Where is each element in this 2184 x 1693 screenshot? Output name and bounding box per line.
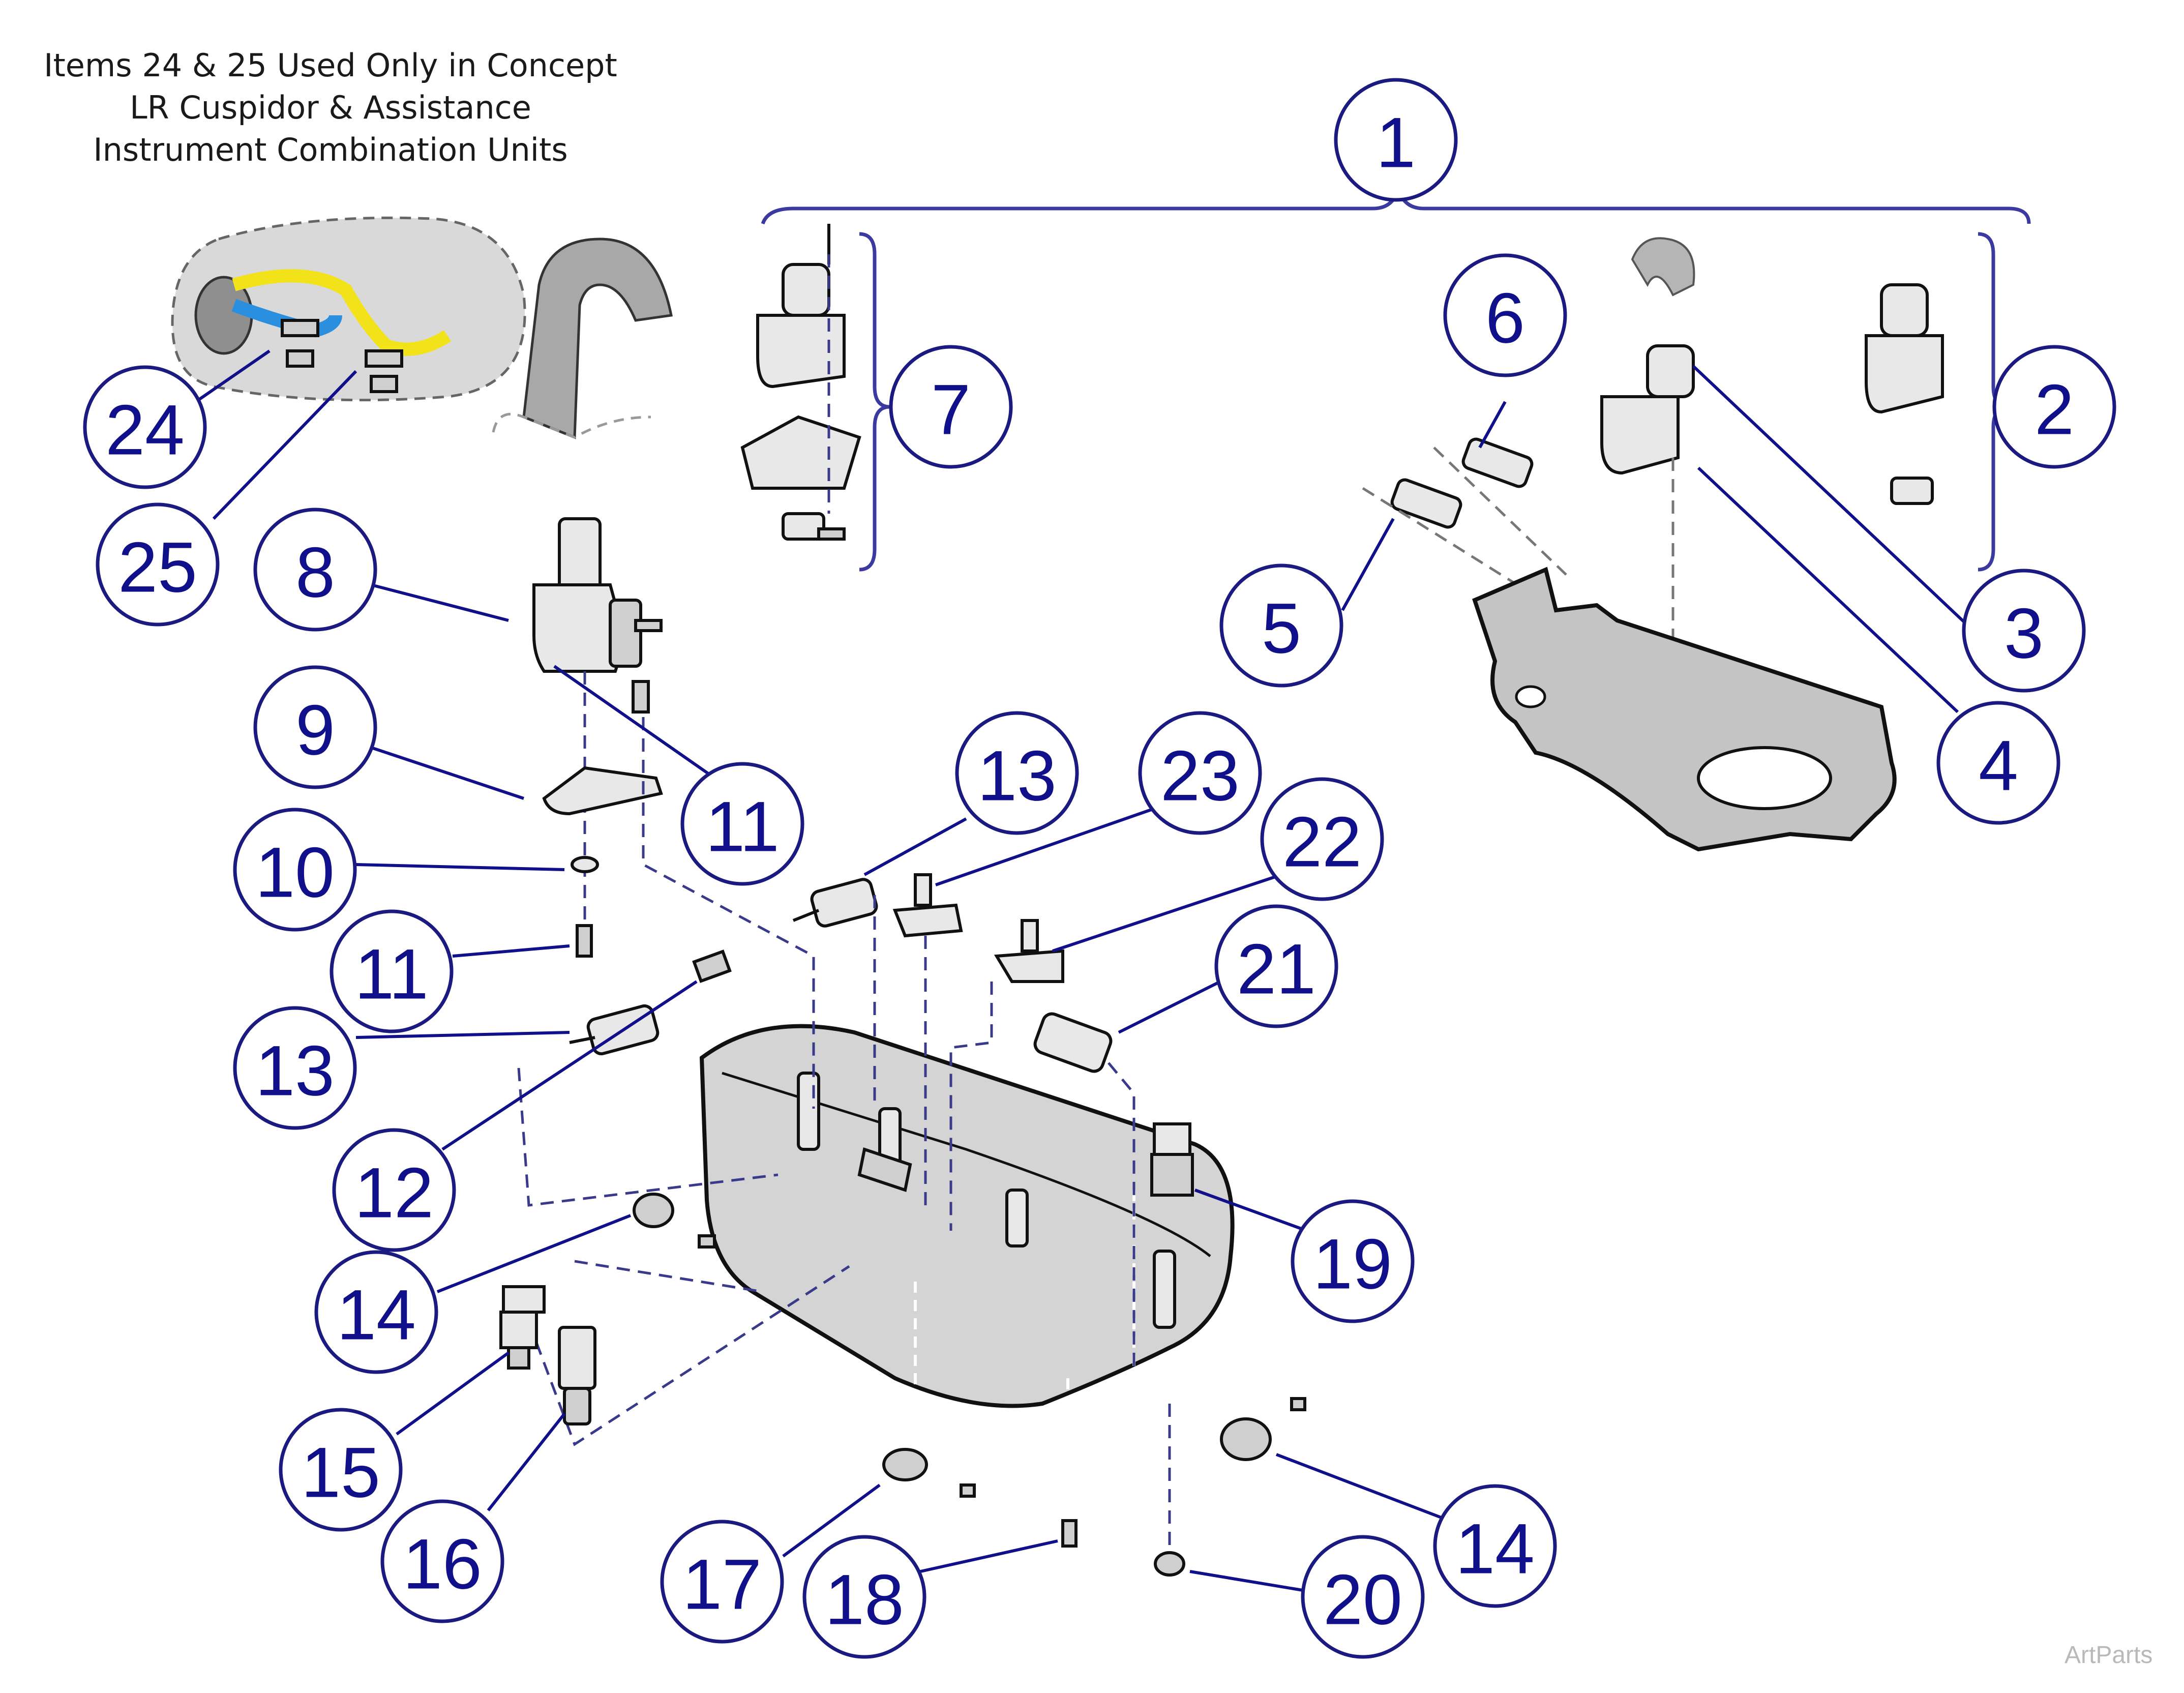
callout-11-lower: 11 xyxy=(330,909,454,1033)
washer-10 xyxy=(571,856,599,873)
sensor-16 xyxy=(558,1326,596,1425)
tee-12 xyxy=(692,949,732,983)
callout-13-upper: 13 xyxy=(955,711,1079,835)
svg-text:19: 19 xyxy=(1313,1224,1392,1304)
cap-14-right xyxy=(1220,1417,1272,1461)
svg-text:17: 17 xyxy=(682,1545,762,1624)
svg-text:16: 16 xyxy=(403,1524,482,1604)
connectors-5-6 xyxy=(1362,437,1567,591)
svg-text:1: 1 xyxy=(1376,103,1416,183)
fitting-19 xyxy=(1150,1122,1194,1197)
svg-text:3: 3 xyxy=(2004,593,2044,673)
svg-text:22: 22 xyxy=(1282,802,1362,882)
svg-text:14: 14 xyxy=(1455,1509,1535,1589)
usage-note-line-2: LR Cuspidor & Assistance xyxy=(130,89,531,126)
callout-20: 20 xyxy=(1301,1535,1425,1659)
setscrew-14-right xyxy=(1290,1397,1306,1411)
svg-text:6: 6 xyxy=(1485,278,1525,358)
screw-11 xyxy=(576,924,593,958)
connector-13-lower xyxy=(569,1004,660,1056)
callout-13-lower: 13 xyxy=(233,1006,357,1130)
callout-16: 16 xyxy=(380,1499,504,1623)
valve-assembly-2 xyxy=(1600,237,1944,712)
svg-text:20: 20 xyxy=(1323,1560,1402,1640)
svg-text:13: 13 xyxy=(977,736,1057,816)
callout-21: 21 xyxy=(1214,904,1338,1028)
callout-24: 24 xyxy=(83,365,207,489)
screw-top-11 xyxy=(632,680,650,714)
base-tray xyxy=(699,1024,1235,1408)
callout-22: 22 xyxy=(1260,777,1384,901)
group-bracket-7 xyxy=(859,232,890,572)
callout-19: 19 xyxy=(1291,1199,1415,1323)
svg-text:2: 2 xyxy=(2035,370,2074,450)
callout-23: 23 xyxy=(1138,711,1262,835)
svg-text:11: 11 xyxy=(354,934,428,1014)
svg-text:18: 18 xyxy=(825,1560,904,1640)
svg-text:8: 8 xyxy=(295,532,335,612)
callout-12: 12 xyxy=(332,1128,456,1252)
callout-leaders xyxy=(195,349,1969,1593)
svg-text:25: 25 xyxy=(118,527,197,607)
callout-3: 3 xyxy=(1962,569,2086,693)
callout-5: 5 xyxy=(1219,563,1343,688)
callout-14-right: 14 xyxy=(1433,1484,1557,1608)
usage-note: Items 24 & 25 Used Only in Concept LR Cu… xyxy=(44,47,617,168)
svg-text:24: 24 xyxy=(105,390,185,470)
valve-8 xyxy=(532,517,663,936)
inset-tubing-detail xyxy=(171,216,526,402)
yellow-tube xyxy=(232,269,452,356)
fitting-23 xyxy=(892,873,963,938)
svg-text:21: 21 xyxy=(1237,929,1316,1009)
bracket-9 xyxy=(542,766,663,816)
valve-assembly-7 xyxy=(740,224,861,541)
callout-8: 8 xyxy=(253,508,377,632)
svg-text:14: 14 xyxy=(337,1275,416,1355)
cap-14-left xyxy=(633,1193,674,1228)
usage-note-line-3: Instrument Combination Units xyxy=(93,131,567,168)
svg-text:10: 10 xyxy=(255,833,335,912)
svg-text:15: 15 xyxy=(301,1433,380,1512)
svg-text:4: 4 xyxy=(1979,726,2018,806)
svg-text:12: 12 xyxy=(354,1153,434,1233)
setscrew-14-left xyxy=(698,1234,716,1249)
connector-13-upper xyxy=(792,878,878,928)
svg-text:9: 9 xyxy=(295,690,335,770)
artparts-watermark: ArtParts xyxy=(2065,1642,2152,1669)
callout-6: 6 xyxy=(1443,253,1567,377)
svg-text:23: 23 xyxy=(1160,736,1240,816)
tee-15 xyxy=(499,1285,546,1370)
callout-14-left: 14 xyxy=(314,1250,438,1374)
svg-text:5: 5 xyxy=(1262,588,1301,668)
cuspidor-spout xyxy=(492,237,673,439)
callout-1: 1 xyxy=(1334,78,1458,202)
screw-20 xyxy=(1154,1551,1185,1577)
mounting-plate xyxy=(1472,567,1897,852)
callout-11-upper: 11 xyxy=(680,762,804,886)
callout-2: 2 xyxy=(1992,345,2116,469)
callout-10: 10 xyxy=(233,808,357,932)
callout-25: 25 xyxy=(96,502,220,627)
callout-15: 15 xyxy=(279,1408,403,1532)
svg-text:13: 13 xyxy=(255,1031,335,1111)
callout-9: 9 xyxy=(253,665,377,789)
callout-17: 17 xyxy=(660,1520,784,1644)
setscrew-17 xyxy=(960,1483,976,1498)
callout-4: 4 xyxy=(1936,701,2060,825)
callout-7: 7 xyxy=(889,345,1013,469)
screw-18 xyxy=(1061,1519,1078,1548)
fitting-22 xyxy=(994,919,1064,983)
sensor-21 xyxy=(1033,1012,1113,1073)
svg-text:11: 11 xyxy=(705,787,779,867)
usage-note-line-1: Items 24 & 25 Used Only in Concept xyxy=(44,47,617,84)
callout-18: 18 xyxy=(802,1535,926,1659)
svg-text:7: 7 xyxy=(931,370,971,450)
assembly-leaders xyxy=(517,717,1171,1546)
foot-17 xyxy=(882,1448,928,1481)
